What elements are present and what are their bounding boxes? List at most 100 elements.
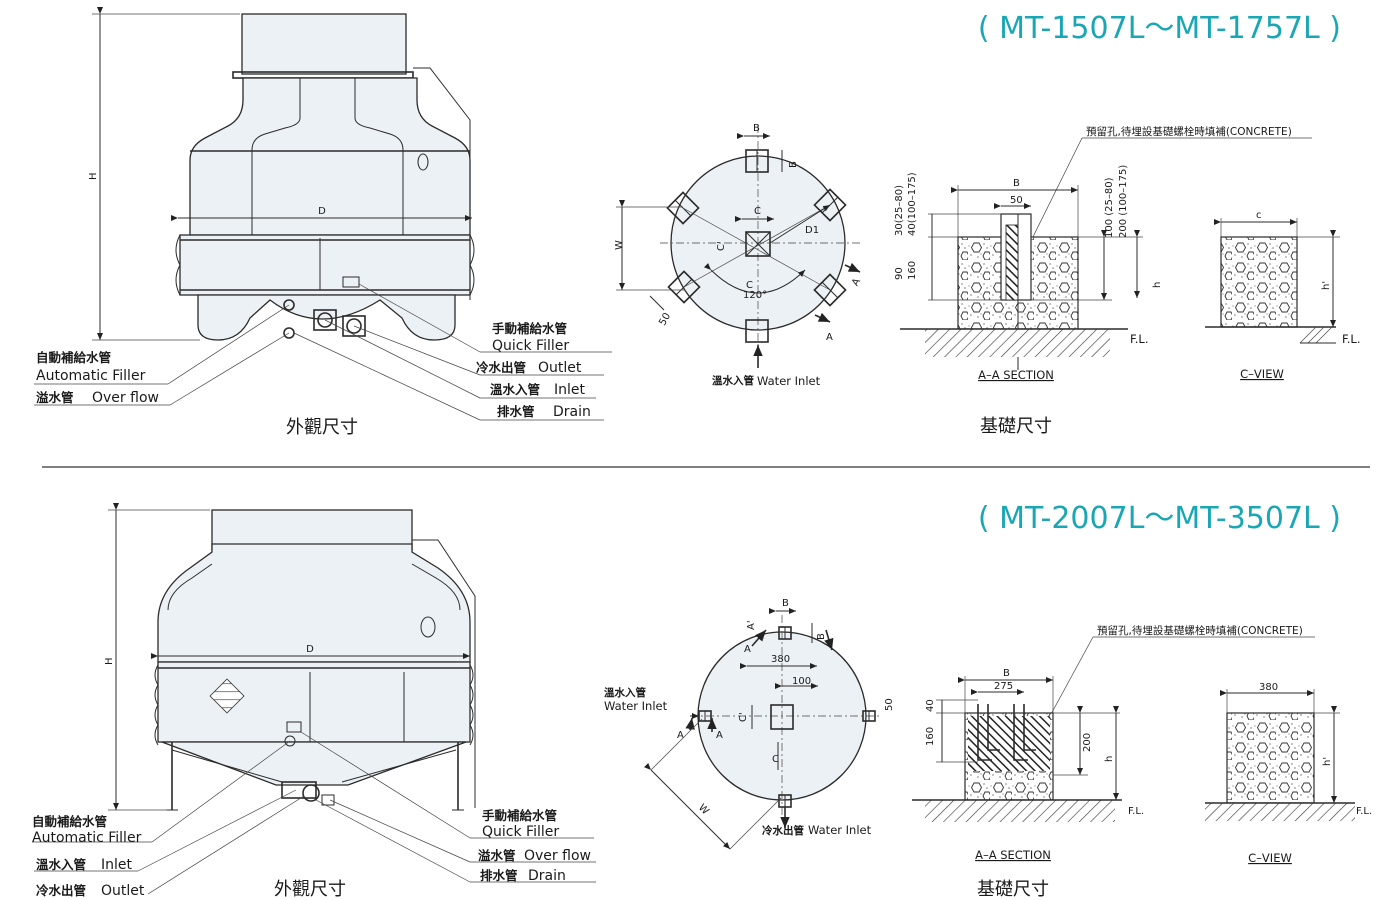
top-cview-c: c [1256,210,1262,221]
top-label-overflow-en: Over flow [92,390,159,406]
bottom-plan-c: C [772,754,779,765]
top-plan-c: C [754,206,761,217]
bottom-callouts: 自動補給水管 Automatic Filler 溫水入管 Inlet 冷水出管 … [32,731,596,899]
top-plan-50: 50 [657,311,673,328]
top-callouts: 手動補給水管 Quick Filler 冷水出管 Outlet 溫水入管 Inl… [34,283,612,421]
top-plan-b-side: B [788,161,799,168]
top-section-lt1: 30(25–80) [894,185,905,236]
top-label-drain-en: Drain [553,404,591,420]
bottom-label-manual-filler-cn: 手動補給水管 [482,808,557,823]
top-tower-elevation: H D [88,7,475,341]
top-section-r1: 100 (25–80) [1104,177,1115,238]
top-section-lb2: 160 [907,261,918,280]
bottom-section-title: A–A SECTION [975,848,1051,862]
bottom-plan-outlet-en: Water Inlet [808,823,872,837]
bottom-foundation-caption: 基礎尺寸 [977,879,1049,900]
bottom-model-title: ( MT-2007L～MT-3507L ) [978,501,1341,536]
bottom-appearance-caption: 外觀尺寸 [274,879,346,900]
bottom-plan-inlet-cn: 溫水入管 [604,686,646,699]
bottom-label-drain-cn: 排水管 [480,868,518,883]
top-label-drain-cn: 排水管 [497,404,535,419]
bottom-aa-section: 預留孔,待埋設基礎螺栓時填補(CONCRETE) B 275 40 160 20… [912,624,1315,862]
bottom-label-auto-filler-cn: 自動補給水管 [32,814,107,829]
bottom-section-note: 預留孔,待埋設基礎螺栓時填補(CONCRETE) [1097,624,1303,637]
top-section-fl: F.L. [1130,332,1149,346]
top-section-lt2: 40(100–175) [907,172,918,236]
top-plan-angle: 120° [743,290,767,301]
bottom-plan-view: B B A' A 380 100 C' C 50 A A W 溫水入管 Wate… [604,598,895,850]
top-dim-d: D [318,206,326,217]
top-plan-w: W [614,240,625,250]
top-plan-water-inlet-cn: 溫水入管 [712,374,754,387]
bottom-c-view: 380 h' F.L. C–VIEW [1205,682,1372,865]
bottom-plan-a-prime: A' [746,620,757,630]
bottom-plan-b-top: B [782,598,789,609]
top-label-auto-filler-en: Automatic Filler [36,368,146,384]
top-plan-b-top: B [753,123,760,134]
bottom-section-fl: F.L. [1128,806,1144,817]
top-aa-section: 預留孔,待埋設基礎螺栓時填補(CONCRETE) B 50 30(25–80) … [894,125,1312,382]
bottom-label-overflow-en: Over flow [524,848,591,864]
top-section-h: h [1152,282,1163,288]
top-label-manual-filler-cn: 手動補給水管 [492,321,567,336]
bottom-plan-c-prime: C' [738,712,749,722]
bottom-section-160: 160 [925,727,936,746]
bottom-label-outlet-en: Outlet [101,883,145,899]
top-c-view: c h' F.L. C–VIEW [1205,210,1361,381]
bottom-label-overflow-cn: 溢水管 [478,848,516,863]
top-plan-view: D1 B B C C' C 120° W 50 A A 溫水入管 Water I… [614,123,863,388]
top-plan-c-lower: C [746,280,753,291]
bottom-label-manual-filler-en: Quick Filler [482,824,559,840]
bottom-dim-d: D [306,644,314,655]
top-cview-title: C–VIEW [1240,367,1284,381]
bottom-plan-outlet-cn: 冷水出管 [762,824,804,837]
top-appearance-caption: 外觀尺寸 [286,417,358,438]
top-plan-a-bottom: A [826,332,833,343]
bottom-section-b: B [1003,668,1010,679]
bottom-label-inlet-cn: 溫水入管 [36,857,86,872]
top-section-title: A–A SECTION [978,368,1054,382]
bottom-plan-inlet-en: Water Inlet [604,699,668,713]
top-section-note: 預留孔,待埋設基礎螺栓時填補(CONCRETE) [1086,125,1292,138]
top-label-overflow-cn: 溢水管 [36,390,74,405]
top-dim-h: H [88,172,99,180]
top-section-b: B [1013,178,1020,189]
top-cview-h: h' [1321,281,1332,290]
bottom-section-200: 200 [1082,733,1093,752]
bottom-plan-a-left: A [677,730,684,741]
bottom-plan-100: 100 [792,676,811,687]
bottom-cview-380: 380 [1259,682,1278,693]
top-plan-water-inlet-en: Water Inlet [757,374,821,388]
top-section-lb1: 90 [894,267,905,280]
top-label-auto-filler-cn: 自動補給水管 [36,350,111,365]
bottom-plan-b-side: B [816,633,827,640]
bottom-plan-a-right: A [716,730,723,741]
top-foundation-caption: 基礎尺寸 [980,416,1052,437]
top-label-outlet-cn: 冷水出管 [476,360,526,375]
top-model-title: ( MT-1507L～MT-1757L ) [978,11,1341,46]
top-plan-d1: D1 [805,225,819,236]
bottom-section-275: 275 [994,681,1013,692]
bottom-plan-50: 50 [884,698,895,711]
bottom-tower-elevation: H D [104,503,476,811]
bottom-label-auto-filler-en: Automatic Filler [32,830,142,846]
top-label-manual-filler-en: Quick Filler [492,338,569,354]
bottom-dim-h: H [104,657,115,665]
bottom-cview-h: h' [1322,757,1333,766]
top-cview-fl: F.L. [1342,332,1361,346]
top-label-inlet-cn: 溫水入管 [490,382,540,397]
bottom-plan-a-top: A [744,644,751,655]
bottom-label-inlet-en: Inlet [101,857,133,873]
top-label-outlet-en: Outlet [538,360,582,376]
top-plan-c-prime: C' [716,241,727,251]
top-label-inlet-en: Inlet [554,382,586,398]
bottom-plan-w: W [696,802,711,817]
bottom-section-h: h [1104,756,1115,762]
bottom-section-40: 40 [925,699,936,712]
bottom-plan-380: 380 [771,654,790,665]
bottom-label-drain-en: Drain [528,868,566,884]
top-section-50: 50 [1010,195,1023,206]
top-plan-a-right: A [850,277,863,289]
